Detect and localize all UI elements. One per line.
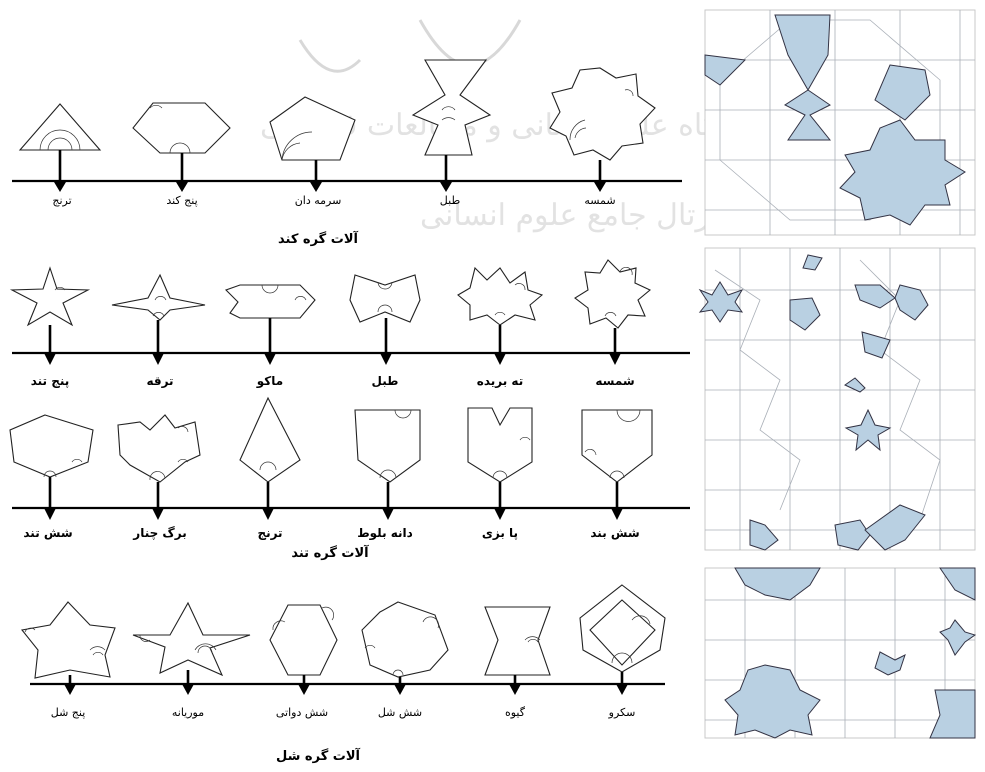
label-tabl-kond: طبل (440, 194, 461, 207)
label-panj-shol: پنج شل (51, 706, 86, 719)
shape-sormeh-dan (269, 96, 356, 161)
label-shesh-band: شش بند (590, 526, 639, 540)
label-shesh-davati: شش دواتی (276, 706, 328, 719)
label-pa-bozi: پا بزی (482, 526, 518, 540)
pattern-panel-kond (704, 9, 976, 236)
group-kond: ترنج پنج کند سرمه دان طبل شمسه آلات گره … (12, 59, 682, 247)
label-teh-borideh: ته بریده (477, 374, 523, 388)
shape-moriyaneh (132, 601, 251, 677)
label-taraqeh: ترقه (146, 374, 173, 388)
shape-tabl-kond (411, 59, 492, 156)
label-shesh-shol: شش شل (378, 706, 422, 719)
shape-shesh-shol (361, 601, 449, 678)
shape-daneh-balut (354, 409, 421, 483)
label-mako: ماکو (256, 374, 283, 389)
shape-shamseh-kond (549, 67, 656, 161)
group-shol: پنج شل موریانه شش دواتی شش شل گیوه سکرو … (20, 584, 666, 764)
label-panj-kond: پنج کند (166, 194, 197, 207)
label-panj-tond: پنج تند (31, 374, 70, 388)
shape-shesh-tond (9, 414, 94, 478)
shape-teh-borideh (457, 266, 544, 326)
arrows-tond-1 (44, 318, 621, 365)
watermark-line-2: پرتال جامع علوم انسانی (420, 198, 720, 233)
label-barg-chenar: برگ چنار (132, 525, 186, 540)
shape-mako (224, 284, 316, 319)
shape-shamseh-tond (574, 259, 652, 329)
label-toranj-kond: ترنج (52, 194, 71, 207)
pattern-panel-shol (704, 567, 977, 739)
shape-shesh-davati (269, 604, 338, 676)
label-moriyaneh: موریانه (172, 706, 204, 719)
label-tabl-tond: طبل (372, 374, 399, 388)
shape-panj-shol (20, 601, 116, 679)
pattern-panel-tond (698, 247, 976, 551)
group-tond: پنج تند ترقه ماکو طبل ته بریده شمسه (9, 259, 690, 561)
title-shol: آلات گره شل (276, 747, 361, 764)
shape-taraqeh (111, 273, 206, 321)
arrows-shol (64, 670, 628, 695)
shape-tabl-tond (349, 274, 421, 323)
label-giveh: گیوه (505, 706, 526, 719)
label-shesh-tond: شش تند (23, 526, 72, 540)
shape-shesh-band (581, 409, 653, 483)
label-sormeh-dan: سرمه دان (295, 194, 342, 207)
shape-panj-tond (9, 266, 91, 327)
shape-giveh (484, 606, 551, 676)
label-daneh-balut: دانه بلوط (357, 526, 413, 541)
label-toranj-tond: ترنج (257, 526, 282, 540)
shape-panj-kond (132, 102, 231, 154)
shape-toranj-tond (239, 396, 301, 483)
title-tond: آلات گره تند (291, 544, 369, 561)
title-kond: آلات گره کند (278, 230, 358, 247)
label-sakru: سکرو (608, 706, 636, 719)
shape-barg-chenar (117, 414, 201, 483)
shape-sakru (579, 584, 666, 673)
arrows-tond-2 (44, 477, 623, 520)
arrows-kond (54, 150, 606, 192)
shape-toranj-kond (18, 103, 102, 151)
label-shamseh-tond: شمسه (595, 374, 634, 388)
label-shamseh-kond: شمسه (584, 194, 615, 207)
shape-pa-bozi (467, 407, 533, 483)
